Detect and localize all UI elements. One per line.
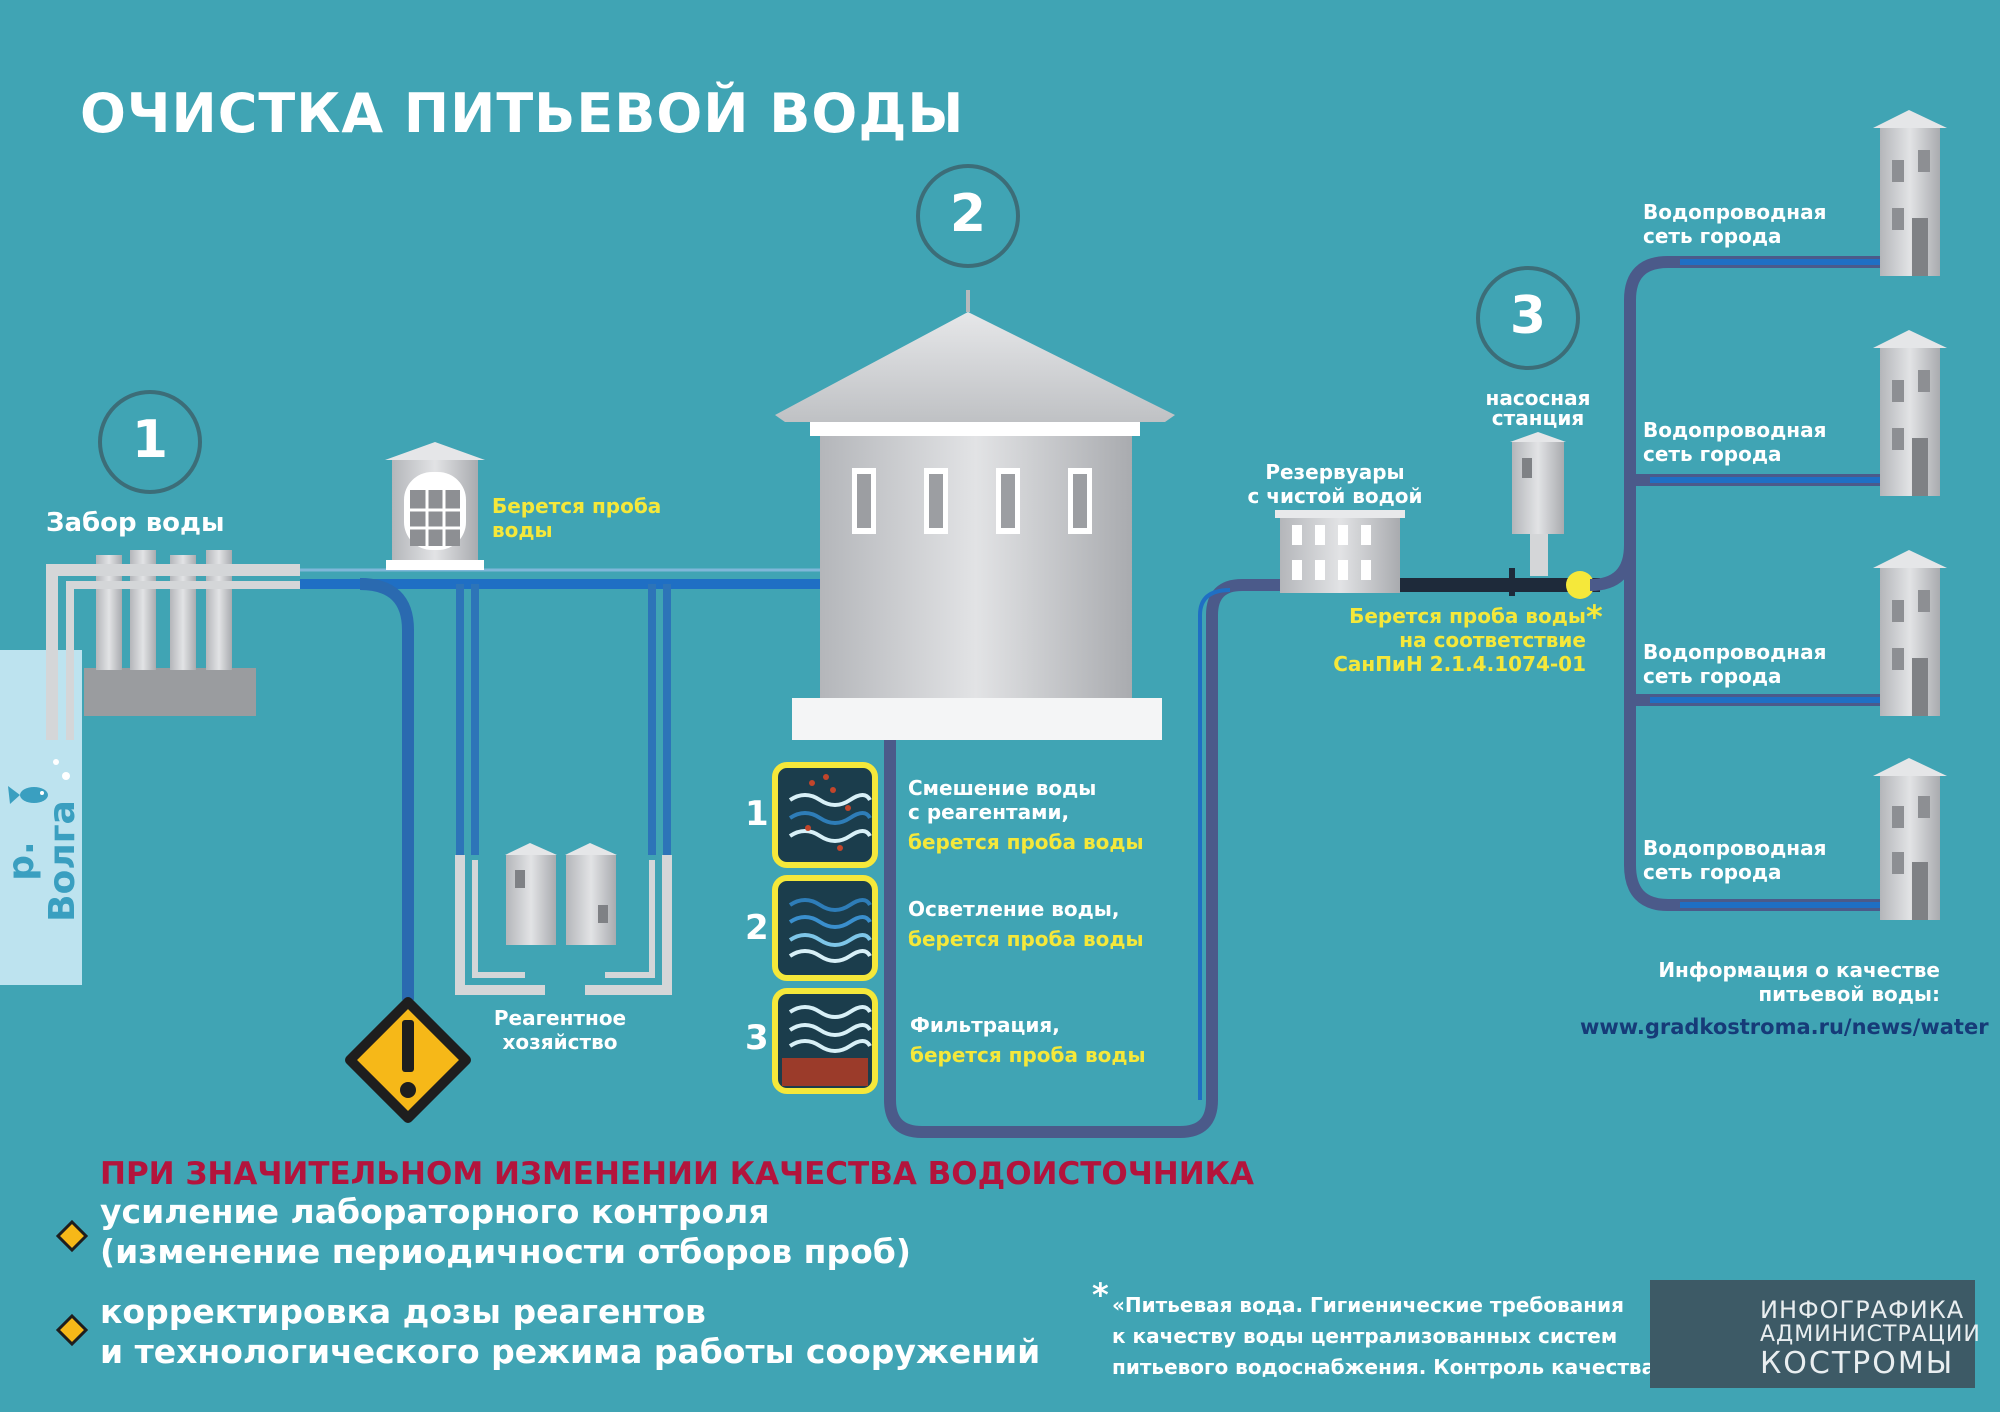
city-distribution-network <box>1589 256 1880 911</box>
pump-station <box>1510 432 1566 576</box>
fish-icon <box>8 786 48 804</box>
stage-3-circle <box>1476 266 1580 370</box>
water-intake-label: Забор воды <box>46 508 225 538</box>
treatment-step-box-1 <box>772 762 878 868</box>
reagent-pipes <box>455 584 672 995</box>
treatment-step-1-line2: с реагентами, <box>908 800 1070 824</box>
stage-1-circle <box>98 390 202 494</box>
reagent-tanks <box>505 843 617 945</box>
bullet-diamond-icon <box>55 1219 89 1253</box>
warning-bullet-1: усиление лабораторного контроля (изменен… <box>100 1192 911 1271</box>
sample-label: Берется проба воды <box>492 494 662 542</box>
treatment-step-3-number: 3 <box>745 1018 769 1058</box>
reservoirs-label: Резервуары с чистой водой <box>1247 460 1423 508</box>
sample-house <box>385 442 485 570</box>
treatment-step-1-sample: берется проба воды <box>908 830 1144 854</box>
pump-station-label: насосная станция <box>1485 386 1591 430</box>
stage-2-circle <box>916 164 1020 268</box>
treatment-step-1-number: 1 <box>745 794 769 834</box>
city-house-4 <box>1873 758 1947 920</box>
treatment-plant-building <box>775 290 1175 740</box>
footnote-text: «Питьевая вода. Гигиенические требования… <box>1112 1293 1669 1379</box>
treatment-step-2-line1: Осветление воды, <box>908 897 1120 921</box>
warning-bullet-2: корректировка дозы реагентов и технологи… <box>100 1292 1041 1371</box>
warning-title: ПРИ ЗНАЧИТЕЛЬНОМ ИЗМЕНЕНИИ КАЧЕСТВА ВОДО… <box>100 1156 1255 1192</box>
city-network-label: Водопроводная сеть города <box>1643 200 1827 248</box>
city-network-label: Водопроводная сеть города <box>1643 836 1827 884</box>
warning-sign-icon <box>345 997 471 1123</box>
emergency-pipe <box>359 578 414 1000</box>
stage-1-number: 1 <box>131 410 169 470</box>
logo-line-1: ИНФОГРАФИКА <box>1760 1296 1965 1324</box>
city-house-1 <box>1873 110 1947 276</box>
city-network-label: Водопроводная сеть города <box>1643 418 1827 466</box>
logo-badge <box>1650 1280 1975 1388</box>
city-house-3 <box>1873 550 1947 716</box>
clean-water-reservoirs <box>1275 510 1405 593</box>
sanpin-sample-label: Берется проба воды на соответствие СанПи… <box>1333 604 1586 676</box>
info-url-link[interactable]: www.gradkostroma.ru/news/water <box>1580 1015 1989 1039</box>
reagent-facility-label: Реагентное хозяйство <box>493 1006 627 1054</box>
sanpin-asterisk: * <box>1586 598 1603 636</box>
info-label: Информация о качестве питьевой воды: <box>1658 958 1940 1006</box>
treatment-step-3-sample: берется проба воды <box>910 1043 1146 1067</box>
treatment-step-3-line1: Фильтрация, <box>910 1013 1060 1037</box>
water-intake-pumps <box>46 550 300 740</box>
bullet-diamond-icon <box>55 1313 89 1347</box>
stage-2-number: 2 <box>949 184 987 244</box>
treatment-step-2-sample: берется проба воды <box>908 927 1144 951</box>
logo-line-3: КОСТРОМЫ <box>1760 1346 1955 1381</box>
stage-3-number: 3 <box>1509 286 1547 346</box>
city-network-label: Водопроводная сеть города <box>1643 640 1827 688</box>
treatment-step-2-number: 2 <box>745 908 769 948</box>
treatment-step-1-line1: Смешение воды <box>908 776 1097 800</box>
treatment-step-box-3 <box>772 988 878 1094</box>
page-title: ОЧИСТКА ПИТЬЕВОЙ ВОДЫ <box>80 82 965 145</box>
logo-line-2: АДМИНИСТРАЦИИ <box>1760 1322 1981 1347</box>
city-house-2 <box>1873 330 1947 496</box>
river-label: р. Волга <box>1 800 83 922</box>
footnote-asterisk: * <box>1092 1276 1109 1314</box>
sample-point-marker <box>1566 571 1594 599</box>
treatment-step-box-2 <box>772 875 878 981</box>
